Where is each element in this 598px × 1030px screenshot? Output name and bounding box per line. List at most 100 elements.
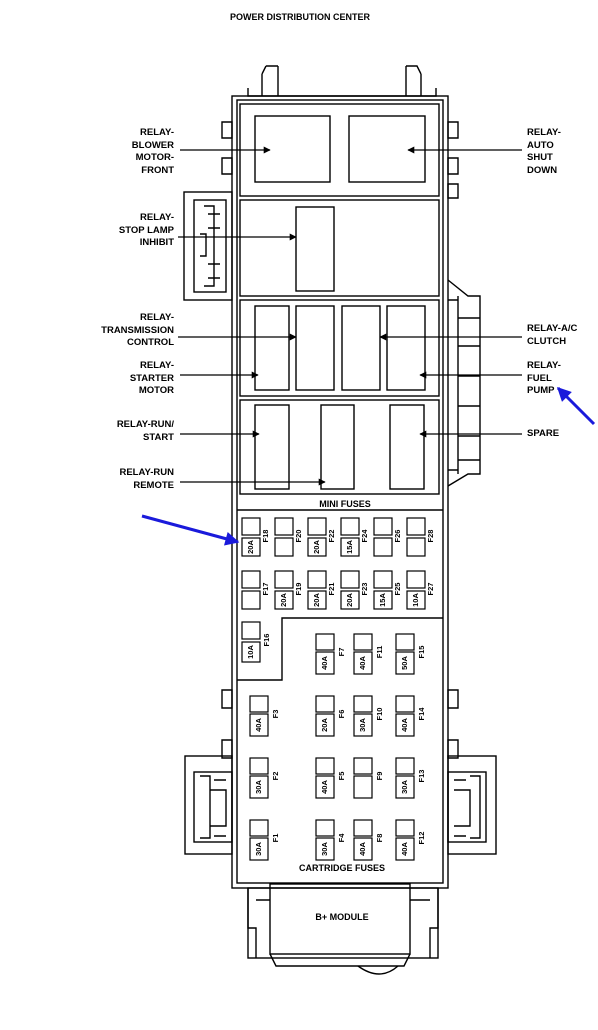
fuse-id: F19 [294,583,303,596]
fuse-slot [315,695,335,713]
fuse-rating: 40A [400,842,409,856]
fuse-rating: 40A [254,718,263,732]
fuse-id: F9 [375,772,384,781]
label-mini-fuses: MINI FUSES [319,499,371,509]
fuse-slot [373,590,393,610]
fuse-id: F3 [271,710,280,719]
fuse-slot [406,570,426,589]
fuse-id: F28 [426,530,435,543]
fuse-rating: 20A [312,593,321,607]
fuse-slot [315,713,335,737]
fuse-slot [353,651,373,675]
fuse-slot [274,517,294,536]
fuse-id: F8 [375,834,384,843]
label-relay-run-remote: RELAY-RUN REMOTE [119,467,174,491]
fuse-slot [340,590,360,610]
label-relay-stop-lamp-inhibit: RELAY- STOP LAMP INHIBIT [118,212,174,248]
cartridge-fuse-f6: 20A F6 [315,695,346,737]
label-relay-fuel-pump: RELAY- FUEL PUMP [527,360,561,396]
fuse-rating: 30A [320,842,329,856]
fuse-slot [395,713,415,737]
fuse-slot [353,757,373,775]
label-relay-run-start: RELAY-RUN/ START [116,419,174,443]
fuse-rating: 20A [312,540,321,554]
cartridge-fuse-f3: 40A F3 [249,695,280,737]
label-relay-spare: SPARE [527,428,560,439]
mini-fuse-f24: 15A F24 [340,517,369,557]
fuse-slot [395,633,415,651]
fuse-slot [340,570,360,589]
fuse-rating: 15A [378,593,387,607]
label-relay-blower-motor-front: RELAY- BLOWER MOTOR- FRONT [131,127,174,176]
fuse-id: F12 [417,832,426,845]
fuse-slot [274,570,294,589]
fuse-slot [340,517,360,536]
mini-fuse-f21: 20A F21 [307,570,336,610]
fuse-id: F27 [426,583,435,596]
fuse-slot [315,651,335,675]
fuse-slot [241,621,261,640]
diagram-title: POWER DISTRIBUTION CENTER [229,12,370,22]
fuse-rating: 50A [400,656,409,670]
fuse-rating: 20A [320,718,329,732]
mini-fuse-f20: F20 [274,517,303,557]
fuse-slot [406,590,426,610]
fuse-id: F24 [360,529,369,543]
fuse-slot [274,537,294,557]
fuse-id: F13 [417,770,426,783]
fuse-slot [353,837,373,861]
fuse-slot [249,713,269,737]
fuse-id: F11 [375,646,384,659]
fuse-slot [315,633,335,651]
cartridge-fuse-f2: 30A F2 [249,757,280,799]
fuse-slot [241,517,261,536]
fuse-id: F1 [271,834,280,843]
label-relay-starter-motor: RELAY- STARTER MOTOR [129,360,174,396]
fuse-slot [307,570,327,589]
fuse-slot [395,837,415,861]
highlight-arrow-fuel-pump [556,386,596,426]
fuse-slot [315,819,335,837]
fuse-slot [406,517,426,536]
fuse-slot [315,757,335,775]
label-relay-auto-shut-down: RELAY- AUTO SHUT DOWN [527,127,561,176]
fuse-slot [353,819,373,837]
fuse-id: F15 [417,646,426,659]
fuse-slot [340,537,360,557]
fuse-rating: 40A [358,656,367,670]
fuse-slot [241,590,261,610]
cartridge-fuse-f15: 50A F15 [395,633,426,675]
fuse-rating: 40A [320,780,329,794]
fuse-id: F21 [327,583,336,596]
fuse-rating: 30A [254,780,263,794]
fuse-slot [353,633,373,651]
fuse-rating: 30A [254,842,263,856]
cartridge-fuse-f1: 30A F1 [249,819,280,861]
fuse-slot [241,570,261,589]
fuse-id: F23 [360,583,369,596]
fuse-id: F2 [271,772,280,781]
fuse-slot [395,651,415,675]
fuse-slot [353,695,373,713]
mini-fuse-f17: F17 [241,570,270,610]
label-relay-ac-clutch: RELAY-A/C CLUTCH [527,323,578,347]
fuse-slot [307,517,327,536]
fuse-rating: 15A [345,540,354,554]
fuse-id: F6 [337,710,346,719]
fuse-id: F16 [262,634,271,647]
fuse-id: F5 [337,772,346,781]
fuse-rating: 10A [411,593,420,607]
fuse-slot [395,695,415,713]
fuse-id: F18 [261,530,270,543]
callout-lines [178,146,522,486]
fuse-slot [249,837,269,861]
fuse-slot [249,819,269,837]
